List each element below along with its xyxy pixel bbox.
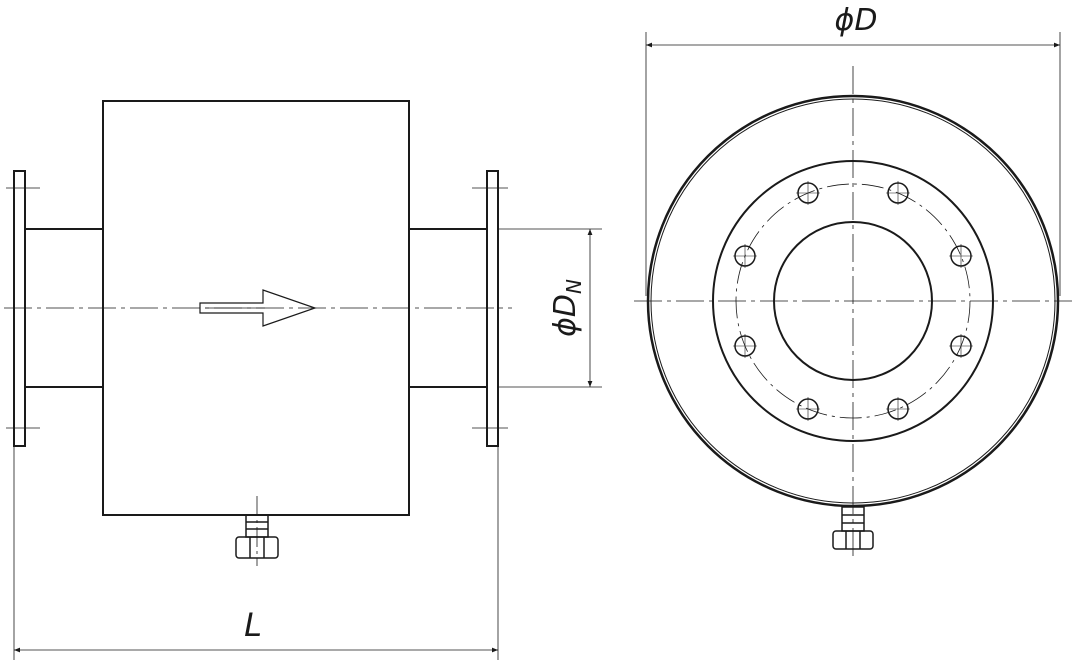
nominal-diameter-dimension bbox=[498, 228, 602, 388]
length-label: L bbox=[244, 606, 262, 644]
outer-diameter-label: ϕD bbox=[835, 3, 878, 38]
right-pipe bbox=[409, 228, 487, 388]
drain-plug-icon bbox=[832, 506, 874, 550]
bolt-hole-icon bbox=[886, 181, 910, 205]
nominal-diameter-label-main: ϕD bbox=[548, 294, 583, 337]
bolt-holes bbox=[733, 181, 973, 421]
bolt-hole-icon bbox=[949, 244, 973, 268]
front-view bbox=[634, 32, 1072, 560]
flow-arrow-icon bbox=[199, 289, 317, 327]
outer-diameter-dimension bbox=[645, 32, 1061, 296]
drain-plug-icon bbox=[235, 496, 279, 566]
nominal-diameter-label-subscript: N bbox=[562, 279, 586, 294]
nominal-diameter-label: ϕDN bbox=[548, 279, 586, 337]
left-pipe bbox=[25, 228, 103, 388]
front-center-lines bbox=[634, 66, 1072, 560]
left-flange bbox=[13, 170, 26, 447]
bolt-hole-icon bbox=[733, 334, 757, 358]
svg-text:ϕDN: ϕDN bbox=[548, 279, 586, 337]
left-flange-bolt-lines bbox=[6, 187, 40, 429]
right-flange bbox=[486, 170, 499, 447]
bolt-hole-icon bbox=[733, 244, 757, 268]
side-view bbox=[4, 100, 602, 660]
right-flange-bolt-lines bbox=[472, 187, 508, 429]
bolt-hole-icon bbox=[949, 334, 973, 358]
bolt-hole-icon bbox=[796, 181, 820, 205]
bolt-hole-icon bbox=[796, 397, 820, 421]
bolt-hole-icon bbox=[886, 397, 910, 421]
length-dimension bbox=[13, 446, 499, 660]
